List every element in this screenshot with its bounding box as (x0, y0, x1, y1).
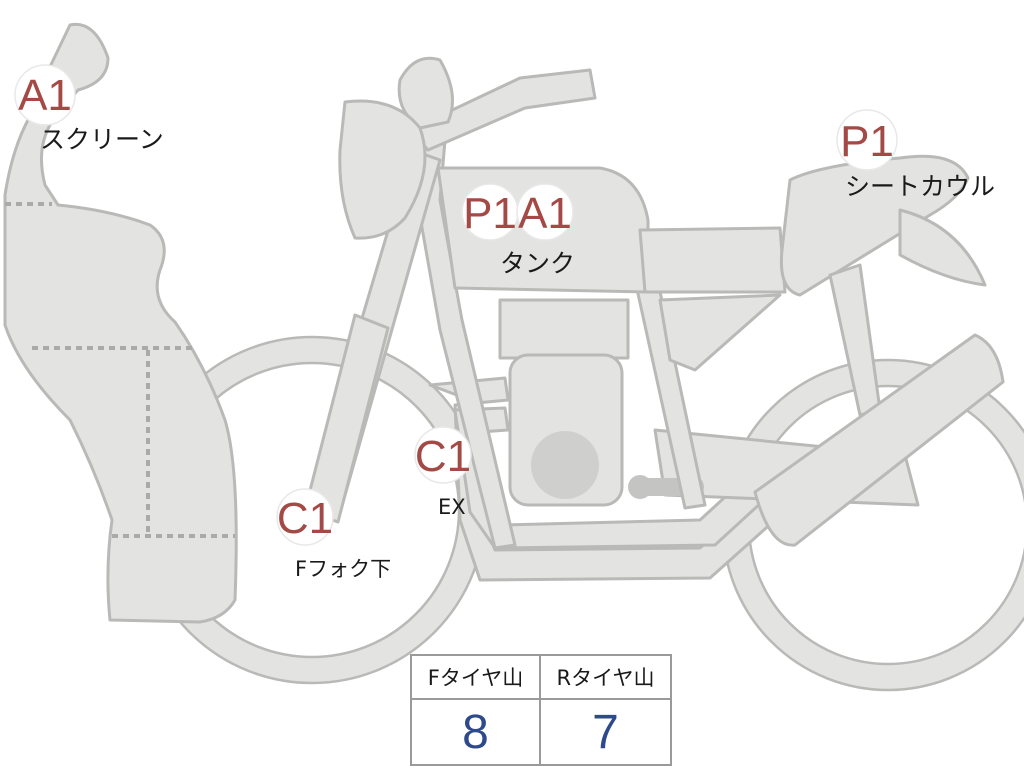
marker-screen-code: A1 (18, 71, 72, 120)
rear-cover (753, 333, 1005, 547)
front-fairing (3, 22, 238, 624)
marker-seat-code: P1 (840, 117, 894, 166)
marker-screen-label: スクリーン (40, 125, 164, 154)
seat-cowl (779, 154, 987, 417)
rear-tire-value: 7 (592, 705, 619, 759)
marker-tank-label: タンク (500, 249, 575, 278)
front-fork (303, 148, 442, 524)
marker-seat-label: シートカウル (845, 172, 995, 201)
handlebar (338, 56, 597, 240)
front-tire-header: Fタイヤ山 (412, 656, 541, 700)
marker-tank-code-1: P1 (463, 189, 517, 238)
tire-tread-table: Fタイヤ山 Rタイヤ山 8 7 (410, 654, 672, 766)
front-tire-value: 8 (412, 700, 541, 764)
rear-tire-header: Rタイヤ山 (541, 656, 670, 700)
marker-tank-code-2: A1 (518, 189, 572, 238)
marker-exhaust[interactable]: C1 EX (414, 426, 472, 519)
marker-tank[interactable]: P1 A1 タンク (461, 183, 575, 278)
seat (638, 226, 787, 294)
marker-fork-code: C1 (277, 494, 333, 543)
marker-fork-label: Fフォク下 (295, 557, 391, 581)
marker-exhaust-label: EX (438, 495, 466, 519)
marker-exhaust-code: C1 (415, 432, 471, 481)
marker-seat-cowl[interactable]: P1 シートカウル (836, 109, 995, 201)
marker-screen[interactable]: A1 スクリーン (14, 64, 164, 154)
marker-fork[interactable]: C1 Fフォク下 (276, 488, 391, 581)
